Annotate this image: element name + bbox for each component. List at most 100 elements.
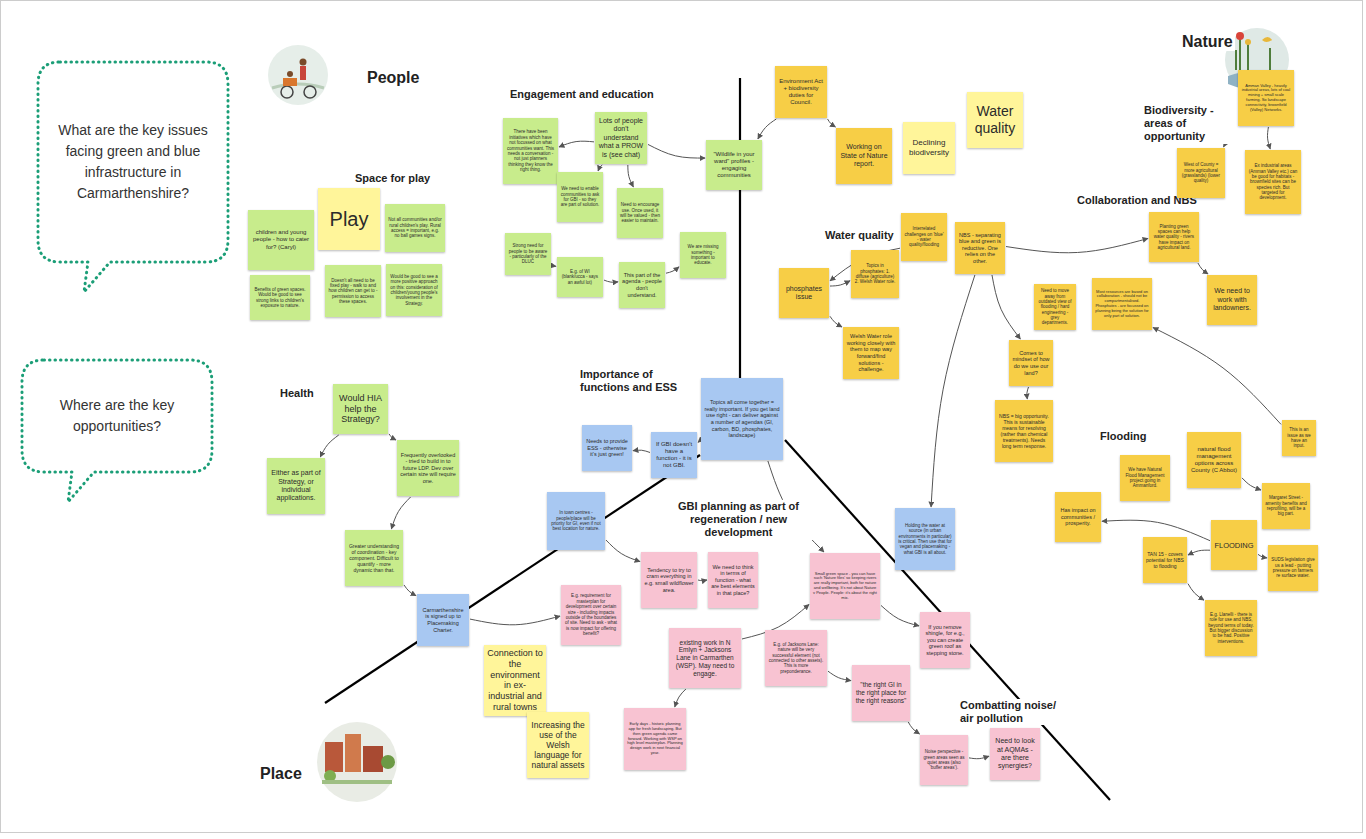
sticky-note: children and young people - how to cater…	[248, 210, 314, 270]
note-text: Holding the water at source (in urban en…	[898, 523, 952, 555]
callout-text: What are the key issues facing green and…	[54, 120, 212, 204]
icon-building	[325, 742, 343, 772]
connector	[1188, 550, 1210, 555]
note-text: We are missing something - important to …	[683, 244, 723, 266]
theme-label: People	[365, 68, 421, 87]
connector	[559, 141, 594, 147]
connector	[828, 671, 851, 680]
icon-butterfly	[1262, 37, 1272, 42]
sticky-note: Planting green spaces can help water qua…	[1149, 212, 1199, 262]
note-text: West of County = more agricultural (gras…	[1180, 162, 1222, 184]
connector	[598, 165, 602, 171]
note-text: Strong need for people to be aware - par…	[508, 243, 548, 265]
section-heading: Combatting noise/ air pollution	[958, 699, 1062, 725]
note-text: E.g. of Jacksons Lane: nature will be ve…	[768, 642, 824, 674]
note-text: In town centres - people/place will be p…	[550, 510, 602, 532]
note-text: Lots of people don't understand what a P…	[598, 117, 644, 159]
note-text: children and young people - how to cater…	[251, 229, 311, 251]
connector	[648, 144, 705, 158]
sticky-note: Amman Valley - heavily industrial areas,…	[1238, 70, 1294, 126]
speech-callout: Where are the key opportunities?	[22, 360, 212, 472]
sticky-note: Strong need for people to be aware - par…	[505, 233, 551, 275]
note-text: Interrelated challenges on 'blue' - wate…	[904, 226, 944, 248]
note-text: There have been initiatives which have n…	[506, 129, 555, 172]
sticky-note: Early days - historic planning app for f…	[624, 708, 686, 770]
note-text: Small green space - you can have such 'N…	[813, 572, 877, 601]
icon-wheel	[281, 86, 293, 98]
note-text: phosphates issue	[782, 285, 826, 302]
sticky-note: Need to move away from outdated view of …	[1034, 284, 1076, 330]
sticky-note: Frequently overlooked - tried to build i…	[397, 440, 459, 496]
note-text: E.g. requirement for masterplan for deve…	[564, 593, 618, 636]
icon-head	[300, 59, 307, 66]
connector	[881, 605, 919, 626]
sticky-note: Benefits of green spaces. Would be good …	[250, 275, 310, 320]
note-text: NBS = big opportunity. This is sustainab…	[998, 413, 1050, 449]
note-text: Greater understanding of coordination - …	[348, 543, 400, 573]
connector	[828, 119, 836, 127]
sticky-note: We need to enable communities to ask for…	[557, 172, 603, 222]
sticky-note: TAN 15 - covers potential for NBS to flo…	[1143, 537, 1187, 583]
section-heading: Flooding	[1098, 430, 1148, 443]
note-text: If you remove shingle, for e.g., you can…	[923, 624, 967, 657]
theme-label: Nature	[1180, 32, 1235, 51]
connector	[1198, 263, 1208, 274]
sticky-note: This is an issue as we have an input.	[1282, 420, 1316, 456]
connector	[1258, 554, 1267, 558]
note-text: Topics in phosphates: 1. diffuse (agricu…	[854, 263, 896, 285]
icon-rider	[300, 66, 306, 80]
note-text: Increasing the use of the Welsh language…	[530, 720, 586, 771]
sticky-note: Environment Act + biodiversity duties fo…	[775, 66, 827, 118]
note-text: Tendency to try to cram everything in e.…	[644, 567, 694, 593]
icon-flower	[1236, 32, 1244, 40]
sticky-note: NBS = big opportunity. This is sustainab…	[995, 400, 1053, 462]
sticky-note: E.g. requirement for masterplan for deve…	[561, 585, 621, 645]
connector	[969, 756, 989, 759]
sticky-note: We need to think in terms of function - …	[708, 552, 758, 608]
icon-cargo	[283, 78, 297, 86]
sticky-note: Ex industrial areas (Amman Valley etc.) …	[1245, 150, 1301, 214]
connector	[606, 540, 640, 562]
note-text: Play	[321, 207, 377, 231]
note-text: SUDS legislation give us a lead - puttin…	[1271, 557, 1315, 579]
note-text: Water quality	[970, 103, 1020, 137]
note-text: existing work in N Emlyn + Jacksons Lane…	[672, 639, 738, 678]
note-text: We need to think in terms of function - …	[711, 564, 755, 597]
connector	[1188, 584, 1204, 600]
note-text: Would HIA help the Strategy?	[336, 393, 385, 425]
sticky-note: Play	[318, 188, 380, 250]
sticky-note: Margaret Street - amenity benefits and r…	[1262, 483, 1310, 529]
note-text: Not all communities and/or rural childre…	[388, 217, 442, 239]
sticky-note: E.g. Llanelli - there is role for use an…	[1205, 600, 1257, 656]
note-text: Planting green spaces can help water qua…	[1152, 224, 1196, 251]
sticky-note: Connection to the environment in ex-indu…	[484, 645, 546, 716]
place-icon	[317, 722, 397, 802]
icon-tree	[381, 755, 395, 769]
sticky-note: Holding the water at source (in urban en…	[895, 508, 955, 570]
sticky-note: "Wildlife in your ward" profiles - engag…	[706, 140, 762, 190]
connector	[931, 275, 975, 507]
sticky-note: Greater understanding of coordination - …	[345, 530, 403, 586]
note-text: TAN 15 - covers potential for NBS to flo…	[1146, 551, 1184, 569]
connector	[391, 497, 410, 529]
callout-text: Where are the key opportunities?	[38, 395, 196, 437]
note-text: Carmarthenshire is signed up to Placemak…	[420, 607, 466, 633]
connector	[470, 616, 560, 625]
connector	[698, 441, 700, 442]
sticky-note: If GBI doesn't have a function - it is n…	[651, 432, 697, 478]
speech-callout: What are the key issues facing green and…	[38, 62, 228, 262]
connector	[404, 585, 416, 596]
section-heading: Water quality	[823, 229, 896, 242]
note-text: Topics all come together = really import…	[704, 399, 780, 439]
sticky-note: NBS - separating blue and green is reduc…	[955, 222, 1005, 274]
connector	[1006, 238, 1148, 252]
sticky-note: Doesn't all need to be fixed play - walk…	[325, 265, 381, 317]
connector	[633, 450, 650, 452]
axis-line	[785, 440, 1110, 800]
connector	[552, 265, 556, 267]
sticky-note: Topics in phosphates: 1. diffuse (agricu…	[851, 250, 899, 298]
connector	[604, 280, 618, 282]
note-text: Has impact on communities / prosperity.	[1058, 507, 1098, 527]
callout-border	[38, 62, 228, 292]
